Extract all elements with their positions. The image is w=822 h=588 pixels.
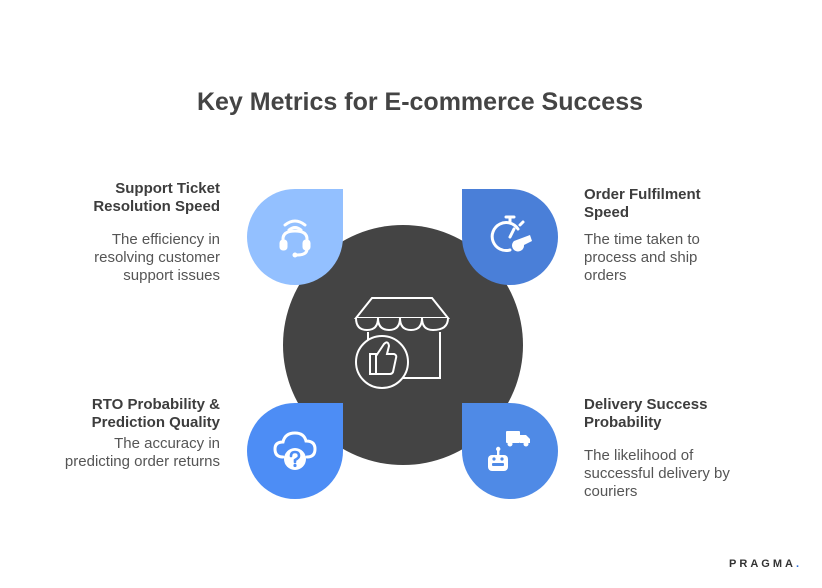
headset-icon	[279, 219, 311, 258]
storefront-thumbs-up-icon	[353, 297, 451, 389]
metric-heading-rto: RTO Probability & Prediction Quality	[91, 396, 220, 431]
petal-support-ticket	[247, 189, 343, 285]
stopwatch-whistle-icon	[490, 215, 532, 253]
brand-logo: PRAGMA.	[729, 558, 802, 570]
petal-order-fulfilment	[462, 189, 558, 285]
petal-rto-probability	[247, 403, 343, 499]
metric-desc-delivery: The likelihood of successful delivery by…	[584, 447, 730, 500]
metric-desc-fulfilment: The time taken to process and ship order…	[584, 231, 700, 284]
page-title: Key Metrics for E-commerce Success	[196, 88, 644, 116]
metric-heading-fulfilment: Order Fulfilment Speed	[584, 186, 701, 221]
brand-dot: .	[795, 558, 802, 570]
metric-desc-rto: The accuracy in predicting order returns	[64, 435, 220, 470]
brand-name: PRAGMA	[729, 558, 796, 570]
cloud-question-icon	[273, 431, 317, 470]
metric-desc-support: The efficiency in resolving customer sup…	[94, 231, 220, 284]
metric-heading-support: Support Ticket Resolution Speed	[93, 180, 220, 215]
robot-truck-icon	[488, 431, 530, 471]
metric-heading-delivery: Delivery Success Probability	[584, 396, 708, 431]
petal-delivery-success	[462, 403, 558, 499]
